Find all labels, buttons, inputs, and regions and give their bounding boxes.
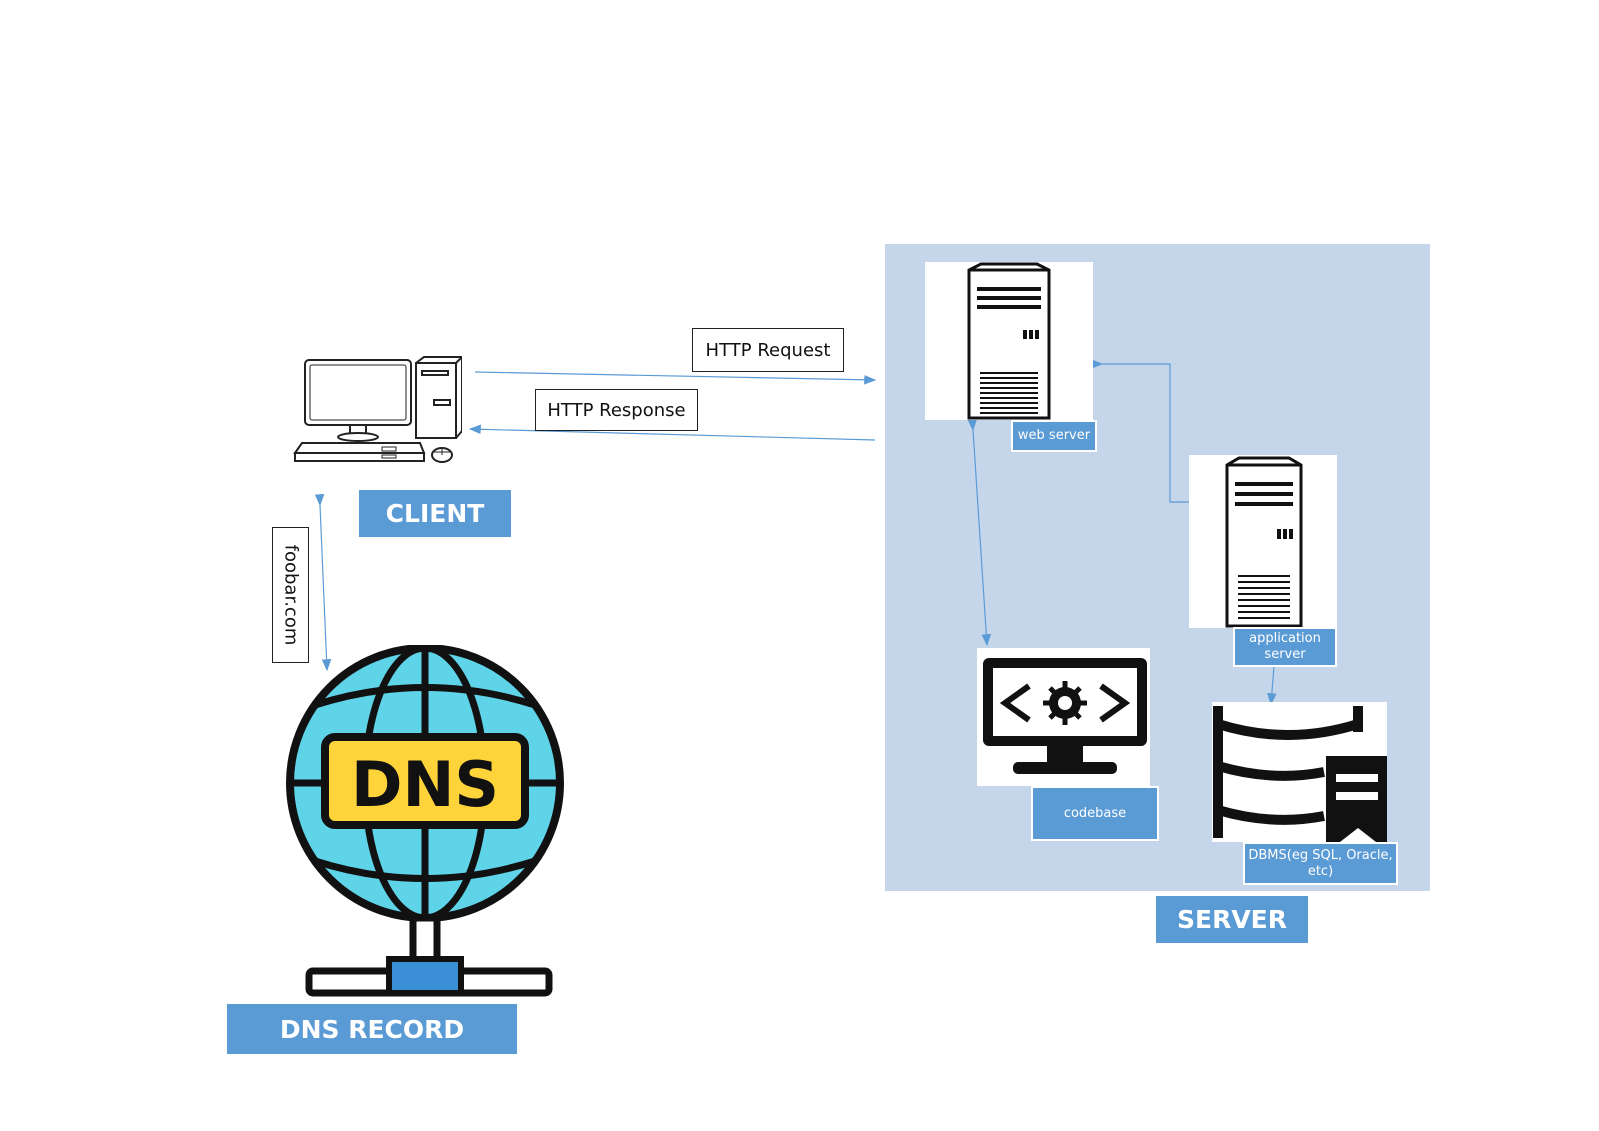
dns-globe-icon: DNS <box>286 645 564 997</box>
codebase-card <box>977 648 1150 786</box>
http-response-label: HTTP Response <box>535 389 698 431</box>
client-label: CLIENT <box>359 490 511 537</box>
domain-query-box: foobar.com <box>272 527 309 663</box>
dbms-card <box>1212 702 1387 842</box>
dns-badge-text: DNS <box>351 748 499 821</box>
web-server-label: web server <box>1011 420 1097 452</box>
appserver-dbms-arrow <box>1267 665 1277 706</box>
app-server-vents <box>1238 575 1290 619</box>
dns-lookup-arrow <box>314 494 332 672</box>
domain-query-text: foobar.com <box>280 544 301 646</box>
http-request-arrow <box>474 371 877 385</box>
server-label: SERVER <box>1156 896 1308 943</box>
server-tower-icon <box>967 262 1051 420</box>
application-server-label: application server <box>1233 627 1337 667</box>
web-server-card <box>925 262 1093 420</box>
desktop-computer-icon <box>293 356 462 463</box>
dns-record-label: DNS RECORD <box>227 1004 517 1054</box>
dbms-label: DBMS(eg SQL, Oracle, etc) <box>1243 842 1398 885</box>
code-monitor-icon <box>983 658 1147 774</box>
database-icon <box>1213 706 1387 842</box>
http-request-label: HTTP Request <box>692 328 844 372</box>
application-server-card <box>1189 455 1337 628</box>
codebase-label: codebase <box>1031 786 1159 841</box>
server-tower-icon <box>1225 456 1303 628</box>
webserver-codebase-arrow <box>967 418 992 647</box>
web-server-vents <box>980 372 1038 414</box>
